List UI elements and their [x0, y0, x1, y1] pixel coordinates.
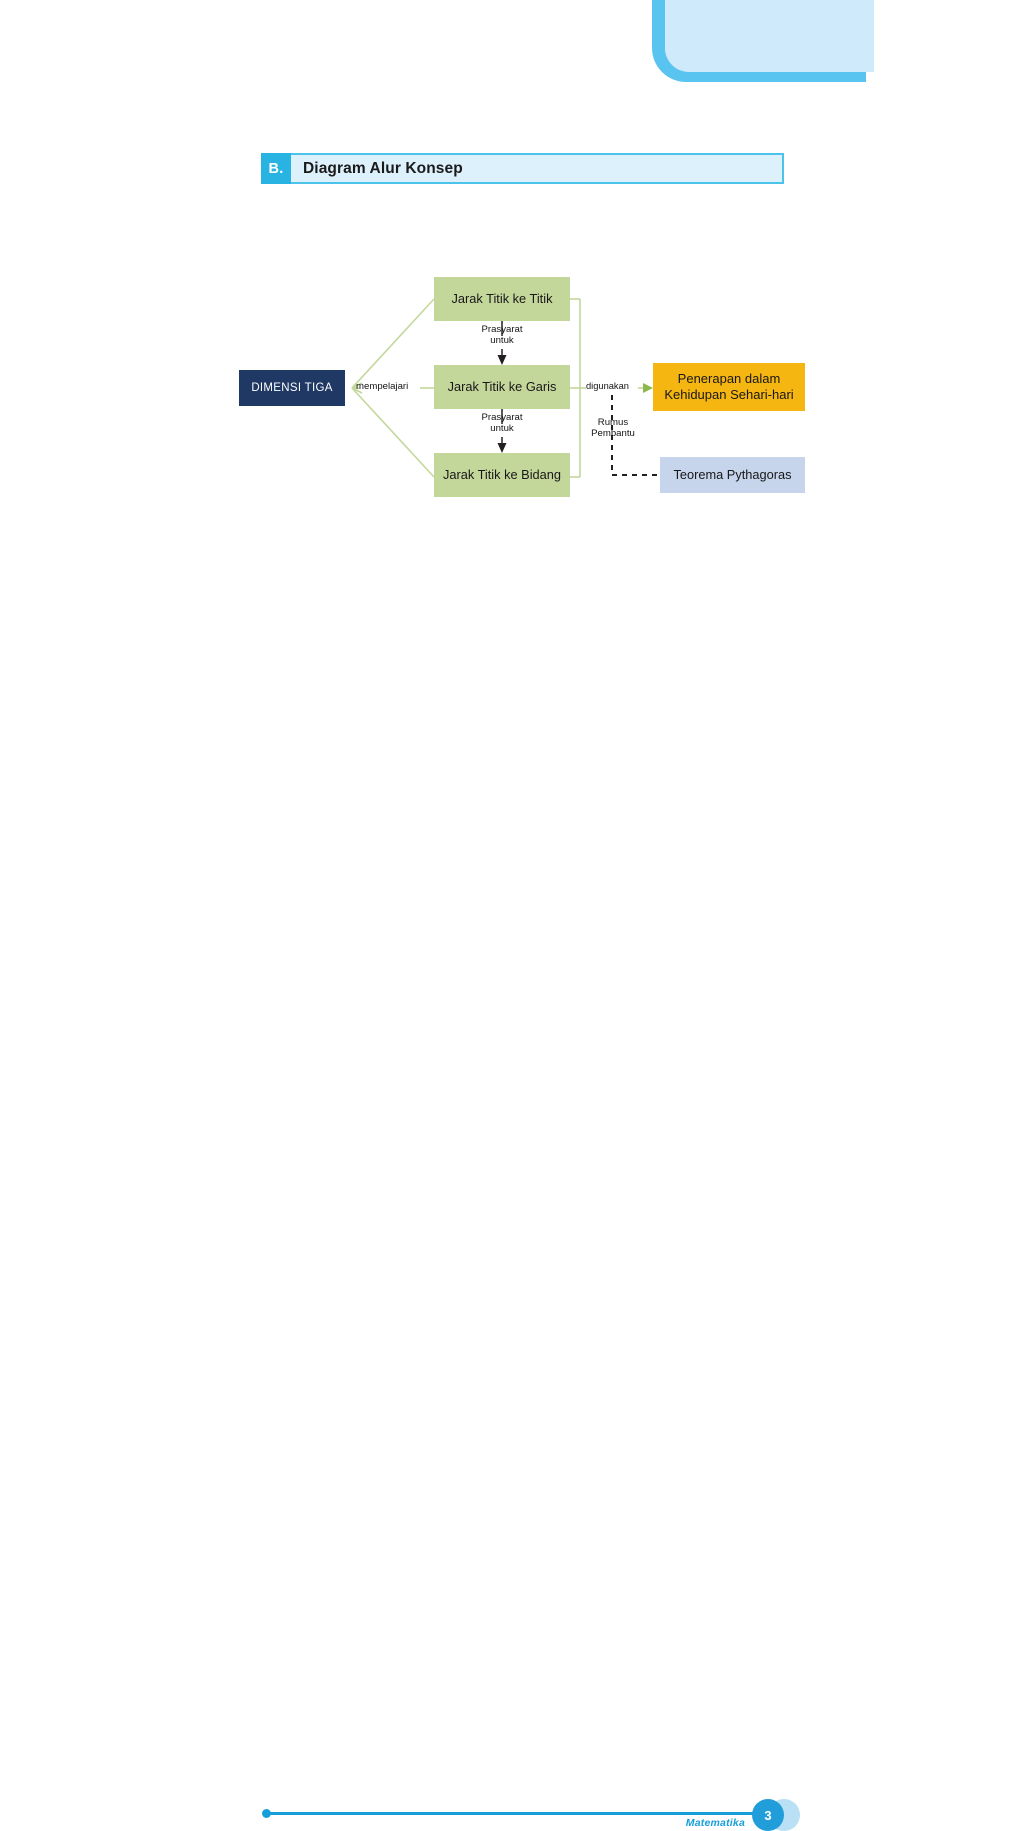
- edge-root-to-top: [351, 298, 435, 389]
- edge-label-mempelajari: mempelajari: [356, 381, 409, 392]
- node-dimensi-tiga[interactable]: DIMENSI TIGA: [239, 370, 345, 406]
- page-number-badge: 3: [752, 1799, 784, 1831]
- page-footer: Matematika 3: [0, 896, 1024, 1831]
- edge-label-prasyarat-1-line1: Prasyarat: [481, 324, 523, 335]
- section-heading: B. Diagram Alur Konsep: [261, 153, 784, 184]
- section-heading-bar: Diagram Alur Konsep: [291, 153, 784, 184]
- edge-label-prasyarat-2-line1: Prasyarat: [481, 412, 523, 423]
- edge-label-rumus-pembantu: Rumus Pembantu: [580, 417, 646, 439]
- edge-label-digunakan: digunakan: [586, 381, 629, 391]
- node-teorema-pythagoras[interactable]: Teorema Pythagoras: [660, 457, 805, 493]
- page-title: Diagram Alur Konsep: [303, 159, 463, 177]
- node-jarak-titik-ke-titik[interactable]: Jarak Titik ke Titik: [434, 277, 570, 321]
- edge-label-prasyarat-1-line2: untuk: [490, 335, 514, 347]
- corner-decoration: [652, 0, 874, 91]
- node-penerapan-kehidupan[interactable]: Penerapan dalam Kehidupan Sehari-hari: [653, 363, 805, 411]
- footer-rule: [270, 1812, 767, 1815]
- edge-label-prasyarat-2: Prasyarat untuk: [466, 412, 538, 434]
- node-jarak-titik-ke-bidang[interactable]: Jarak Titik ke Bidang: [434, 453, 570, 497]
- footer-subject-label: Matematika: [685, 1817, 745, 1829]
- node-penerapan-line1: Penerapan dalam: [677, 370, 781, 386]
- node-penerapan-line2: Kehidupan Sehari-hari: [664, 387, 794, 402]
- node-jarak-titik-ke-garis[interactable]: Jarak Titik ke Garis: [434, 365, 570, 409]
- section-letter-badge: B.: [261, 153, 291, 184]
- arrowhead-to-g2: [497, 355, 507, 365]
- edge-label-rumus-line1: Rumus: [597, 417, 629, 428]
- edge-orange-arrowhead: [643, 383, 653, 393]
- edge-label-prasyarat-2-line2: untuk: [490, 423, 514, 435]
- arrowhead-to-g3: [497, 443, 507, 453]
- edge-label-prasyarat-1: Prasyarat untuk: [466, 324, 538, 346]
- corner-decoration-fill: [665, 0, 874, 72]
- edge-root-to-bottom: [351, 387, 435, 478]
- corner-decoration-outline: [652, 0, 866, 82]
- edge-label-rumus-line2: Pembantu: [591, 428, 635, 440]
